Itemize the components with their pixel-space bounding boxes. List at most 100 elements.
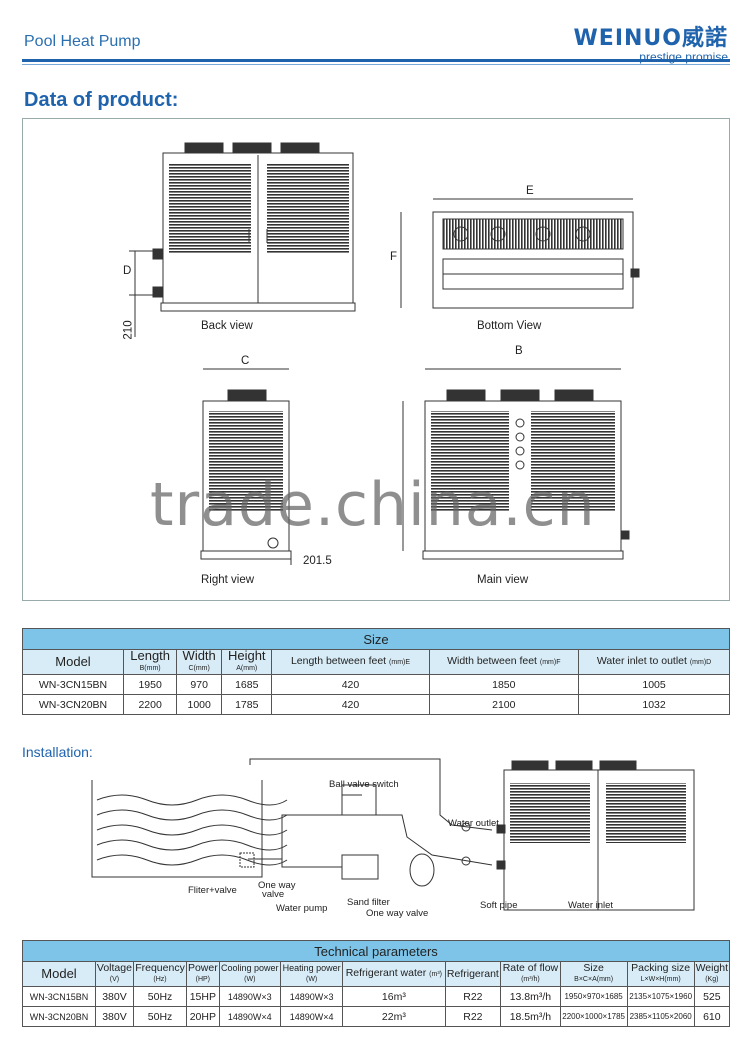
table-cell: 1005	[578, 674, 730, 695]
dimension-e: E	[526, 185, 534, 197]
table-cell: 2200×1000×1785	[559, 1006, 628, 1027]
table-cell: 2200	[122, 694, 178, 715]
tech-col-header: Power(HP)	[186, 961, 220, 987]
size-table-caption: Size	[22, 628, 730, 650]
table-cell: 50Hz	[132, 1006, 188, 1027]
tech-col-header: Voltage(V)	[95, 961, 134, 987]
label-one-way-a: One way	[258, 880, 296, 891]
table-cell: WN-3CN15BN	[22, 986, 96, 1007]
brand-logo: WEINUO威諾 prestige promise	[574, 20, 728, 64]
page-header-title: Pool Heat Pump	[24, 33, 141, 50]
table-cell: R22	[444, 986, 502, 1007]
table-row: WN-3CN15BN 1950 970 1685 420 1850 1005	[22, 674, 730, 695]
table-cell: 1850	[428, 674, 580, 695]
table-cell: 380V	[95, 986, 134, 1007]
tech-table-caption: Technical parameters	[22, 940, 730, 962]
size-col-header: Model	[22, 649, 124, 675]
dimension-b: B	[515, 345, 523, 357]
label-one-way-valve: One way valve	[366, 908, 429, 919]
tech-col-header: Frequency(Hz)	[132, 961, 188, 987]
label-soft-pipe: Soft pipe	[480, 900, 518, 911]
dimension-c: C	[241, 355, 250, 367]
back-view-drawing	[129, 142, 356, 337]
table-cell: 525	[693, 986, 731, 1007]
installation-title: Installation:	[22, 744, 93, 760]
main-view-drawing	[402, 368, 630, 560]
section-title: Data of product:	[24, 89, 179, 111]
return-pipe	[249, 758, 493, 831]
right-view-caption: Right view	[201, 574, 255, 586]
table-cell: 20HP	[186, 1006, 220, 1027]
table-cell: 18.5m³/h	[500, 1006, 561, 1027]
size-col-header: Water inlet to outlet (mm)D	[578, 649, 730, 675]
table-row: WN-3CN15BN 380V 50Hz 15HP 14890W×3 14890…	[22, 986, 731, 1007]
main-view-caption: Main view	[477, 574, 529, 586]
label-filter-valve: Fliter+valve	[188, 885, 237, 896]
tech-col-header: Heating power(W)	[280, 961, 344, 987]
technical-parameters-table: Technical parameters Model Voltage(V) Fr…	[22, 940, 731, 1027]
back-view-caption: Back view	[201, 320, 253, 332]
table-cell: 1950	[122, 674, 178, 695]
label-sand-filter: Sand filter	[347, 897, 390, 908]
dimension-f: F	[390, 251, 398, 263]
table-cell: 970	[176, 674, 223, 695]
heat-pump-unit	[503, 769, 695, 911]
table-cell: 420	[271, 694, 430, 715]
tech-col-header: Refrigerant	[444, 961, 502, 987]
pool-outline	[91, 780, 263, 878]
table-cell: 15HP	[186, 986, 220, 1007]
label-water-inlet: Water inlet	[568, 900, 614, 911]
sand-filter	[409, 853, 435, 887]
table-cell: 380V	[95, 1006, 134, 1027]
table-cell: 14890W×4	[280, 1006, 344, 1027]
tech-col-header: Rate of flow(m³/h)	[500, 961, 561, 987]
dimension-201-5: 201.5	[303, 555, 332, 567]
tech-table-header: Model Voltage(V) Frequency(Hz) Power(HP)…	[22, 961, 731, 987]
label-ball-valve: Ball valve switch	[329, 779, 399, 790]
table-cell: 14890W×3	[218, 986, 282, 1007]
water-pump	[341, 854, 379, 880]
label-water-outlet: Water outlet	[448, 818, 499, 829]
tech-col-header: Refrigerant water (m³)	[342, 961, 446, 987]
size-col-header: Length between feet (mm)E	[271, 649, 430, 675]
table-cell: 50Hz	[132, 986, 188, 1007]
table-cell: 2100	[428, 694, 580, 715]
tech-col-header: Weight(Kg)	[693, 961, 731, 987]
table-cell: 16m³	[342, 986, 446, 1007]
tech-col-header: Cooling power(W)	[218, 961, 282, 987]
table-row: WN-3CN20BN 2200 1000 1785 420 2100 1032	[22, 694, 730, 715]
technical-drawings	[129, 142, 640, 565]
brand-name: WEINUO威諾	[573, 26, 728, 51]
table-cell: 610	[693, 1006, 731, 1027]
size-col-header: Width between feet (mm)F	[428, 649, 580, 675]
table-cell: 1032	[578, 694, 730, 715]
table-cell: 14890W×4	[218, 1006, 282, 1027]
header-rule	[22, 59, 730, 62]
label-one-way-b: valve	[262, 889, 285, 900]
label-water-pump: Water pump	[276, 903, 328, 914]
table-cell: R22	[444, 1006, 502, 1027]
table-cell: 13.8m³/h	[500, 986, 561, 1007]
table-cell: WN-3CN15BN	[22, 674, 124, 695]
table-cell: 1685	[221, 674, 273, 695]
table-cell: 420	[271, 674, 430, 695]
watermark-text: trade.china.cn	[150, 470, 596, 540]
dimension-210: 210	[122, 320, 135, 340]
pipe-to-heatpump	[372, 814, 493, 866]
table-cell: 1950×970×1685	[559, 986, 628, 1007]
supply-pipe	[248, 794, 362, 860]
bottom-view-caption: Bottom View	[477, 320, 542, 332]
table-cell: 1000	[176, 694, 223, 715]
right-view-drawing	[200, 368, 292, 565]
table-cell: 2385×1105×2060	[626, 1006, 695, 1027]
table-cell: 2135×1075×1960	[626, 986, 695, 1007]
table-cell: 1785	[221, 694, 273, 715]
tech-col-header: Model	[22, 961, 96, 987]
bottom-view-drawing	[400, 198, 640, 309]
table-cell: 22m³	[342, 1006, 446, 1027]
